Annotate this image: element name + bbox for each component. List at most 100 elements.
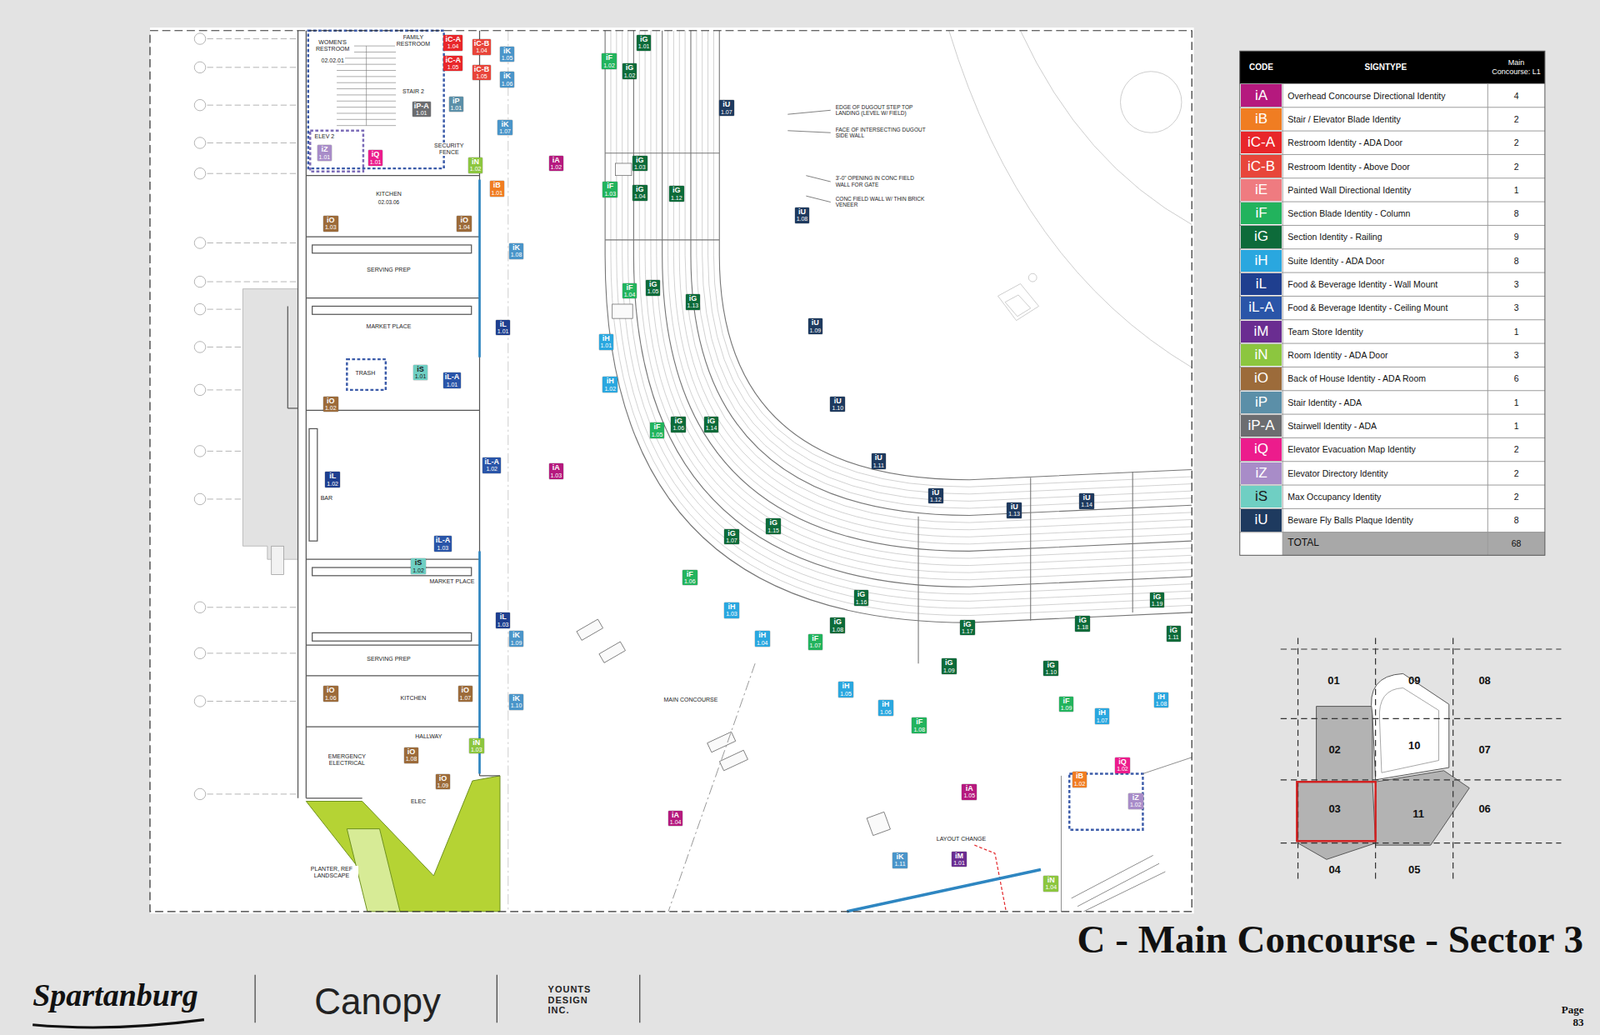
grid-line: [507, 30, 509, 912]
room-label: FACE OF INTERSECTING DUGOUT SIDE WALL: [835, 126, 930, 140]
sign-tag: iC-A1.04: [443, 35, 463, 51]
sign-tag: iL1.01: [495, 320, 511, 336]
table-cell: 1: [1514, 326, 1520, 337]
sign-tag: iG1.18: [1075, 615, 1090, 632]
dashed-enclosure: [1069, 773, 1143, 830]
sign-code: iU: [1083, 494, 1091, 502]
field-line: [1120, 71, 1181, 133]
sign-code: iL: [1255, 275, 1267, 293]
seating-bowl: [650, 30, 1192, 566]
sign-number: 1.05: [447, 64, 460, 70]
sign-code: iA: [552, 156, 560, 165]
leader-line: [805, 175, 830, 182]
sign-tag: iA1.02: [549, 155, 565, 172]
plan-sheet: [150, 27, 1195, 914]
room-label: EMERGENCY ELECTRICAL: [322, 753, 371, 767]
sign-code: iK: [503, 47, 511, 55]
sign-tag: iL1.03: [495, 612, 511, 629]
sign-number: 1.12: [670, 195, 683, 201]
sign-code: iG: [675, 417, 684, 425]
building-wall: [305, 644, 480, 645]
sign-code: iP: [1255, 394, 1268, 411]
room-label: BAR: [320, 495, 334, 502]
footer-divider: [639, 975, 640, 1024]
sign-tag: iA1.05: [961, 784, 977, 800]
grid-bubble: [194, 601, 205, 613]
footer-divider: [496, 975, 498, 1024]
building-wall: [480, 775, 500, 776]
sign-code: iK: [512, 244, 520, 252]
sign-code: iO: [407, 748, 416, 756]
seating-bowl: [679, 30, 1192, 530]
sign-code: iG: [1254, 228, 1269, 245]
grid-bubble: [194, 384, 205, 395]
leader-line: [787, 130, 830, 133]
sign-tag: iP1.01: [449, 96, 465, 113]
sign-code: iG: [1078, 616, 1087, 625]
seating-bowl: [628, 30, 1193, 595]
sign-number: 1.10: [1045, 669, 1057, 675]
sign-code: iU: [834, 397, 842, 405]
footer-divider: [255, 975, 256, 1024]
sign-code: iK: [512, 631, 520, 640]
sign-tag: iU1.07: [719, 100, 735, 116]
sign-tag: iO1.06: [323, 685, 339, 702]
door-box: [271, 545, 285, 575]
room-label: SECURITY FENCE: [430, 142, 468, 156]
room-label: PLANTER, REF LANDSCAPE: [305, 865, 359, 880]
grid-bubble: [194, 137, 205, 149]
sign-tag: iF1.05: [650, 422, 665, 439]
key-map-number: 02: [1328, 744, 1340, 757]
sign-tag: iH1.03: [724, 602, 740, 619]
sign-code: iF: [1063, 697, 1070, 705]
sign-number: 1.01: [450, 105, 463, 111]
room-label: STAIR 2: [401, 88, 425, 95]
building-wall: [312, 305, 472, 315]
sign-code: iL: [500, 320, 507, 329]
sign-number: 1.09: [510, 640, 523, 646]
key-map: [1280, 648, 1562, 650]
sign-code: iL-A: [435, 536, 451, 545]
key-map: [1297, 638, 1299, 880]
seating-bowl: [610, 30, 1192, 616]
grid-bubble: [194, 341, 205, 353]
sign-code: iK: [895, 853, 904, 861]
key-map-number: 03: [1328, 803, 1340, 816]
sign-tag: iO1.02: [323, 396, 339, 413]
sign-code: iH: [758, 631, 766, 640]
sign-number: 1.03: [437, 545, 450, 551]
sign-tag: iN1.03: [469, 738, 485, 755]
sign-tag: iH1.06: [878, 700, 894, 716]
sign-tag: iO1.07: [458, 685, 474, 702]
sign-tag: iG1.04: [632, 185, 648, 201]
sign-tag: iP-A1.01: [412, 101, 431, 118]
sign-number: 1.06: [672, 425, 685, 431]
legend-swatch: iB: [1240, 108, 1282, 130]
table-cell: 3: [1514, 302, 1520, 313]
sign-code: iG: [769, 519, 778, 527]
key-map: [1280, 779, 1562, 780]
legend-table: [1240, 130, 1545, 132]
concourse-furniture: [615, 163, 632, 176]
legend-swatch: iL-A: [1240, 296, 1282, 319]
table-cell: 2: [1514, 114, 1520, 125]
building-wall: [297, 30, 299, 799]
sign-code: iC-B: [474, 40, 490, 48]
field-line: [1020, 30, 1192, 225]
sign-code: iL: [500, 613, 507, 621]
seating-bowl: [633, 30, 1192, 588]
sign-code: iF: [626, 284, 634, 292]
room-label: ELEV 2: [314, 133, 336, 140]
sign-number: 1.08: [405, 755, 418, 762]
leader-line: [805, 195, 830, 202]
sign-code: iZ: [320, 145, 328, 154]
stair-lines: [1071, 855, 1154, 898]
sign-code: iG: [635, 156, 645, 165]
stair-lines: [1142, 757, 1192, 775]
sign-tag: iN1.02: [468, 157, 484, 174]
key-map: [1280, 638, 1562, 880]
grid-bubble: [194, 167, 205, 179]
sign-code: iL-A: [1248, 299, 1274, 316]
